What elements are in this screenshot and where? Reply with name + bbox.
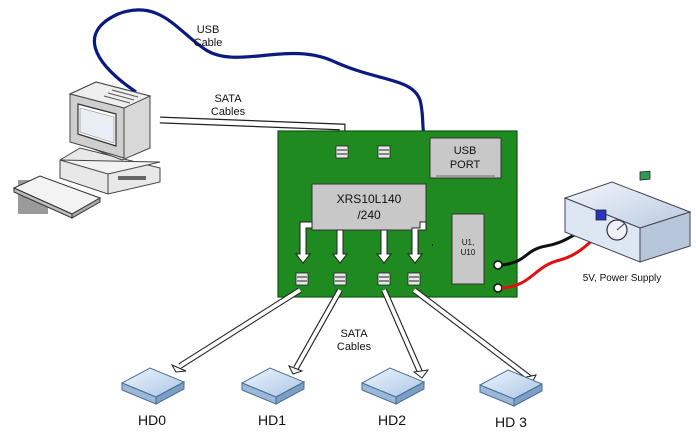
usb-port-label-line1: USB bbox=[453, 145, 477, 157]
power-supply-label: 5V, Power Supply bbox=[582, 273, 662, 284]
u1-u10-label-line1: U1, bbox=[461, 238, 475, 247]
sata-connector bbox=[407, 272, 421, 286]
sata-bottom-label: SATA Cables bbox=[332, 328, 376, 354]
sata-top-label: SATA Cables bbox=[206, 93, 250, 119]
sata-connector bbox=[377, 145, 391, 159]
sata-top-label-line1: SATA bbox=[214, 93, 242, 105]
computer-icon bbox=[59, 81, 161, 195]
usb-cable-label: USB Cable bbox=[190, 24, 226, 50]
u1-u10-label: U1, U10 bbox=[452, 238, 484, 258]
u1-u10-chip bbox=[451, 213, 485, 285]
chip-label-line1: XRS10L140 bbox=[336, 192, 402, 206]
chip-label-line2: /240 bbox=[357, 208, 381, 222]
sata-connector bbox=[333, 272, 347, 286]
power-terminal bbox=[493, 283, 503, 293]
drive-label-hd1: HD1 bbox=[257, 412, 286, 428]
usb-port bbox=[429, 137, 502, 179]
drive-label-hd0: HD0 bbox=[137, 412, 166, 428]
hard-drive-icon bbox=[120, 367, 186, 405]
chip-label: XRS10L140 /240 bbox=[312, 191, 426, 223]
drive-label-hd3: HD 3 bbox=[495, 414, 527, 430]
keyboard-icon bbox=[12, 175, 102, 219]
usb-port-label-line2: PORT bbox=[449, 159, 481, 171]
sata-connector bbox=[335, 145, 349, 159]
power-supply-icon bbox=[563, 170, 692, 263]
hard-drive-icon bbox=[360, 367, 426, 405]
sata-cables-bottom bbox=[170, 287, 537, 384]
usb-cable-label-line2: Cable bbox=[193, 37, 223, 49]
chip-arrows bbox=[294, 221, 427, 264]
sata-bottom-label-line2: Cables bbox=[336, 341, 372, 353]
sata-connector bbox=[377, 272, 391, 286]
usb-port-label: USB PORT bbox=[432, 144, 498, 172]
sata-top-label-line2: Cables bbox=[210, 106, 246, 118]
usb-cable-label-line1: USB bbox=[196, 24, 220, 36]
u1-u10-label-line2: U10 bbox=[460, 248, 476, 257]
sata-bottom-label-line1: SATA bbox=[340, 328, 368, 340]
hard-drive-icon bbox=[240, 367, 306, 405]
power-terminal bbox=[493, 260, 503, 270]
hard-drive-icon bbox=[478, 369, 544, 407]
usb-cable bbox=[92, 8, 435, 152]
xrs-chip bbox=[311, 183, 427, 231]
drive-label-hd2: HD2 bbox=[377, 412, 406, 428]
sata-connector bbox=[295, 272, 309, 286]
